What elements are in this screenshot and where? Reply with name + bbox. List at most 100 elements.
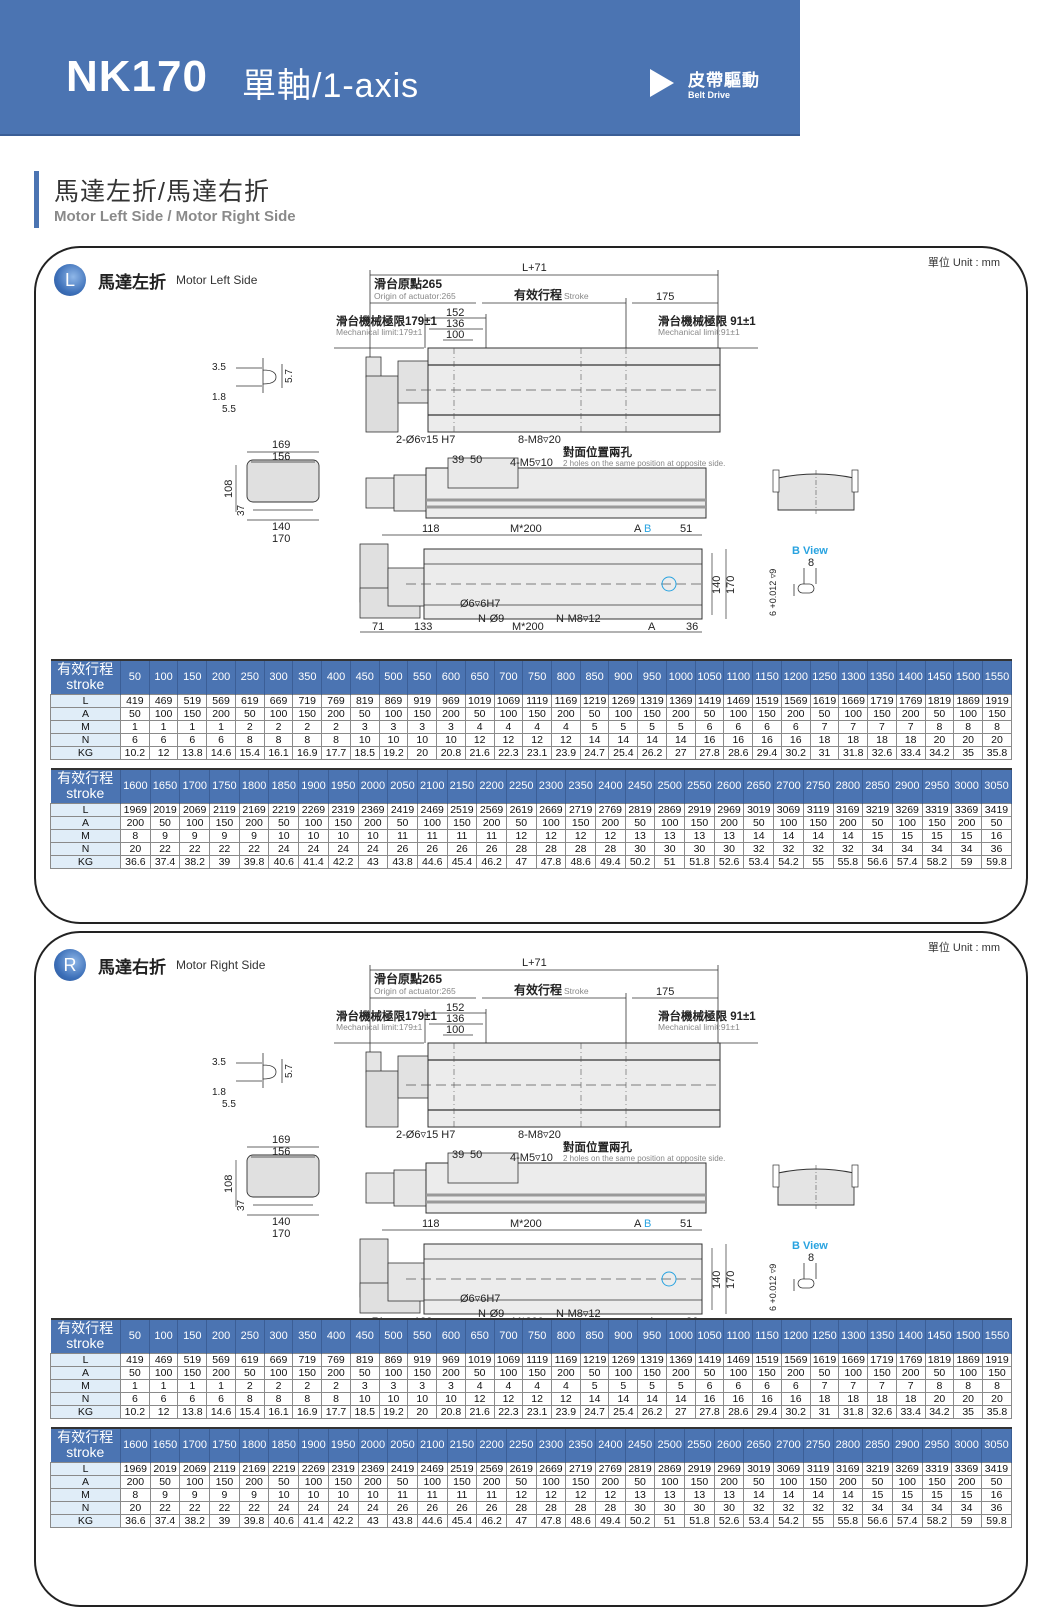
- table-cell: 9: [238, 1487, 270, 1502]
- table-cell: 969: [436, 693, 466, 708]
- stroke-value: 1700: [179, 1428, 211, 1462]
- table-cell: 14: [608, 732, 639, 747]
- table-cell: 50: [579, 1365, 610, 1380]
- table-cell: 2819: [624, 802, 656, 817]
- table-cell: 22: [149, 841, 181, 856]
- table-cell: 1369: [665, 693, 696, 708]
- tap-holes-label: 8-M8▿20: [518, 1129, 561, 1141]
- table-cell: 100: [773, 815, 804, 830]
- table-cell: 200: [357, 1474, 389, 1489]
- table-cell: 46.2: [476, 854, 507, 869]
- table-cell: 5: [608, 1378, 639, 1393]
- stroke-value: 100: [149, 1319, 179, 1353]
- table-cell: 10: [357, 828, 389, 843]
- table-cell: 1069: [493, 1352, 524, 1367]
- end-140-label: 140: [272, 521, 290, 533]
- table-cell: 6: [723, 719, 754, 734]
- table-cell: 1: [148, 1378, 179, 1393]
- table-cell: 100: [263, 1365, 294, 1380]
- stroke-value: 700: [494, 1319, 524, 1353]
- table-cell: 4: [493, 1378, 524, 1393]
- table-cell: 14: [832, 1487, 864, 1502]
- origin-label-en: Origin of actuator:265: [374, 291, 456, 301]
- dim-100-label: 100: [446, 329, 464, 341]
- table-cell: 150: [177, 706, 208, 721]
- table-cell: 2669: [535, 1461, 567, 1476]
- table-cell: 6: [752, 719, 782, 734]
- table-cell: 14.6: [206, 1404, 236, 1419]
- table-cell: 919: [407, 1352, 438, 1367]
- table-cell: 1719: [867, 1352, 897, 1367]
- table-cell: 669: [263, 693, 294, 708]
- motor-bracket: [397, 1055, 429, 1099]
- mech-limit-right-zh: 滑台機械極限 91±1: [658, 314, 756, 328]
- table-cell: 1: [206, 719, 236, 734]
- table-cell: 13: [654, 828, 686, 843]
- motor-cap: [365, 356, 382, 378]
- table-cell: 20: [407, 745, 438, 760]
- table-cell: 50: [624, 1474, 656, 1489]
- table-cell: 12: [595, 828, 626, 843]
- header-banner: NK170 單軸/1-axis 皮帶驅動 Belt Drive: [0, 0, 800, 136]
- table-cell: 14: [579, 1391, 610, 1406]
- table-cell: 6: [780, 1378, 811, 1393]
- table-cell: 23.1: [522, 745, 553, 760]
- table-cell: 46.2: [476, 1513, 507, 1528]
- table-cell: 50: [624, 815, 656, 830]
- stroke-value: 1900: [298, 1428, 329, 1462]
- table-cell: 10: [407, 1391, 438, 1406]
- table-cell: 100: [723, 706, 754, 721]
- table-cell: 3: [378, 719, 409, 734]
- table-cell: 50: [809, 1365, 840, 1380]
- table-cell: 2319: [327, 1461, 359, 1476]
- table-cell: 36.6: [120, 1513, 151, 1528]
- table-cell: 2969: [713, 1461, 745, 1476]
- stroke-value: 2250: [506, 1428, 537, 1462]
- bore-label: Ø6▿6H7: [460, 598, 500, 610]
- table-cell: 11: [416, 1487, 448, 1502]
- table-cell: 869: [378, 1352, 409, 1367]
- m5-holes-label: 4-M5▿10: [510, 457, 553, 469]
- table-cell: 50: [120, 1365, 150, 1380]
- table-cell: 2369: [357, 802, 389, 817]
- stroke-value: 2750: [803, 1428, 834, 1462]
- table-cell: 3419: [980, 1461, 1013, 1476]
- stroke-value: 2050: [387, 1428, 418, 1462]
- table-cell: 5: [665, 1378, 696, 1393]
- table-cell: 3269: [891, 802, 923, 817]
- row-label: L: [50, 1461, 121, 1476]
- table-cell: 2: [321, 1378, 351, 1393]
- end-170-label: 170: [272, 1228, 290, 1240]
- table-cell: 55.8: [832, 854, 864, 869]
- table-cell: 24.7: [579, 1404, 610, 1419]
- b-view-title: B View: [792, 1240, 828, 1252]
- table-cell: 11: [387, 828, 418, 843]
- dim-100-label: 100: [446, 1024, 464, 1036]
- table-cell: 2619: [505, 802, 537, 817]
- table-cell: 39.8: [238, 1513, 270, 1528]
- stroke-value: 2850: [862, 1428, 893, 1462]
- table-cell: 6: [723, 1378, 754, 1393]
- table-cell: 48.6: [565, 854, 596, 869]
- table-cell: 150: [292, 706, 323, 721]
- profile-18-label: 1.8: [212, 392, 226, 403]
- table-cell: 11: [387, 1487, 418, 1502]
- stroke-value: 3000: [951, 1428, 982, 1462]
- stroke-value: 1450: [925, 660, 955, 694]
- table-cell: 1569: [780, 1352, 811, 1367]
- table-cell: 24: [298, 841, 329, 856]
- table-cell: 20: [407, 1404, 438, 1419]
- dim-175-label: 175: [656, 986, 674, 998]
- table-cell: 13.8: [177, 1404, 208, 1419]
- table-cell: 919: [407, 693, 438, 708]
- table-cell: 15: [921, 1487, 953, 1502]
- table-cell: 59.8: [980, 1513, 1013, 1528]
- table-cell: 2: [292, 719, 323, 734]
- table-cell: 1869: [953, 693, 984, 708]
- table-cell: 28: [595, 1500, 626, 1515]
